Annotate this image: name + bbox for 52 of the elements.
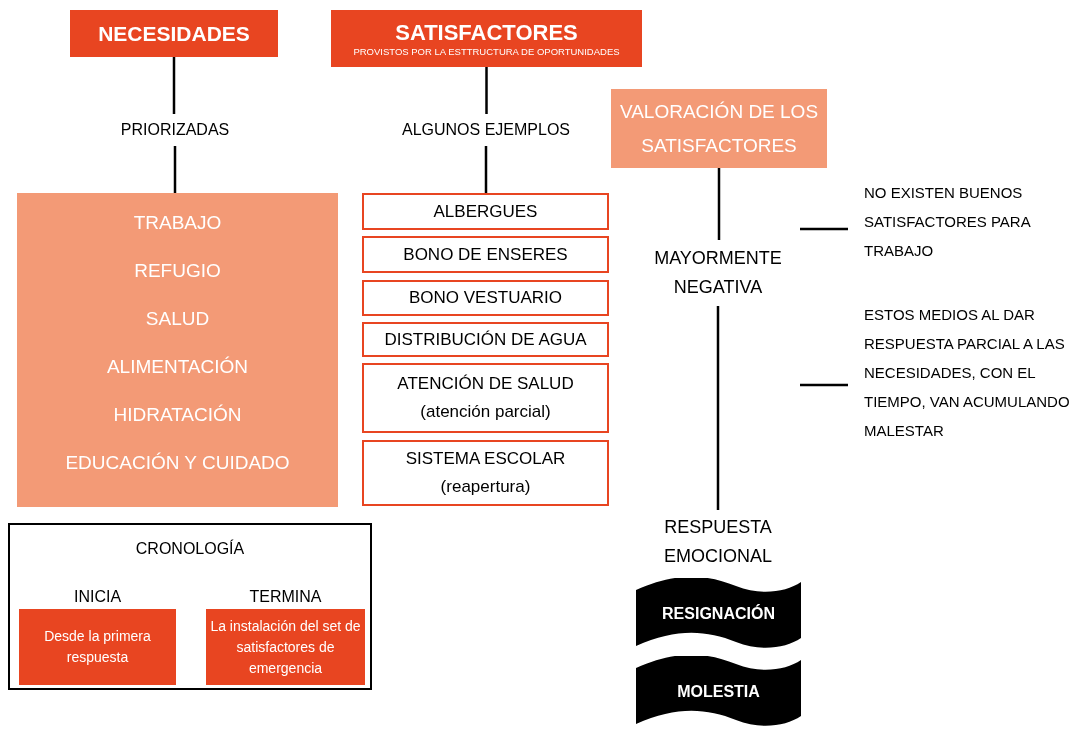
example-text: DISTRIBUCIÓN DE AGUA [384,328,587,351]
timebox-heading: TERMINA [249,587,322,607]
connector-line [172,57,176,114]
example-note: (reapertura) [440,476,531,498]
connector-line [800,227,848,231]
example-text: SISTEMA ESCOLAR [405,448,566,470]
assessment-text: VALORACIÓN DE LOS SATISFACTORES [619,99,819,158]
need-item: EDUCACIÓN Y CUIDADO [65,451,290,475]
example-box [362,322,609,357]
frame-title: CRONOLOGÍA [135,538,245,559]
need-item: SALUD [145,307,210,331]
needs-panel [17,193,338,507]
connector-line [717,168,721,240]
need-item: TRABAJO [133,211,222,235]
stage-label: MAYORMENTE NEGATIVA [653,247,783,299]
example-box [362,193,609,230]
note-text: NO EXISTEN BUENOS SATISFACTORES PARA TRABAJO [864,183,1032,261]
example-note: (atención parcial) [420,401,551,423]
title-box [70,10,278,57]
connector-line [716,306,720,510]
example-text: BONO VESTUARIO [409,287,562,309]
connector-line [484,146,488,193]
banner-text: MOLESTIA [677,682,760,702]
wavy-banner [636,656,801,728]
need-item: HIDRATACIÓN [113,403,242,427]
time-text: Desde la primera respuesta [43,627,152,667]
connector-line [173,146,177,193]
subtitle-text: PROVISTOS POR LA ESTTRUCTURA DE OPORTUNIDADES [353,46,620,59]
timeline-frame [8,523,372,690]
title-box [331,10,642,67]
example-box [362,440,609,506]
need-item: ALIMENTACIÓN [106,355,249,379]
time-text: La instalación del set de satisfactores de emergencia [210,616,361,678]
example-box [362,363,609,433]
stage-label: RESPUESTA EMOCIONAL [663,516,773,568]
assessment-box [611,89,827,168]
example-text: ATENCIÓN DE SALUD [397,373,574,395]
connector-line [800,383,848,387]
example-text: BONO DE ENSERES [403,243,568,266]
example-text: ALBERGUES [433,200,538,223]
banner-text: RESIGNACIÓN [662,603,775,624]
title-text: SATISFACTORES [395,18,578,47]
note-text: ESTOS MEDIOS AL DAR RESPUESTA PARCIAL A LAS NECESIDADES, CON EL TIEMPO, VAN ACUMULANDO MALESTAR [864,305,1071,441]
timebox-heading: INICIA [73,587,122,607]
example-box [362,280,609,316]
title-text: NECESIDADES [98,23,250,44]
need-item: REFUGIO [134,259,221,283]
connector-line [485,67,488,114]
connector-label: ALGUNOS EJEMPLOS [401,120,570,140]
example-box [362,236,609,273]
connector-label: PRIORIZADAS [120,120,230,140]
wavy-banner [636,578,801,650]
